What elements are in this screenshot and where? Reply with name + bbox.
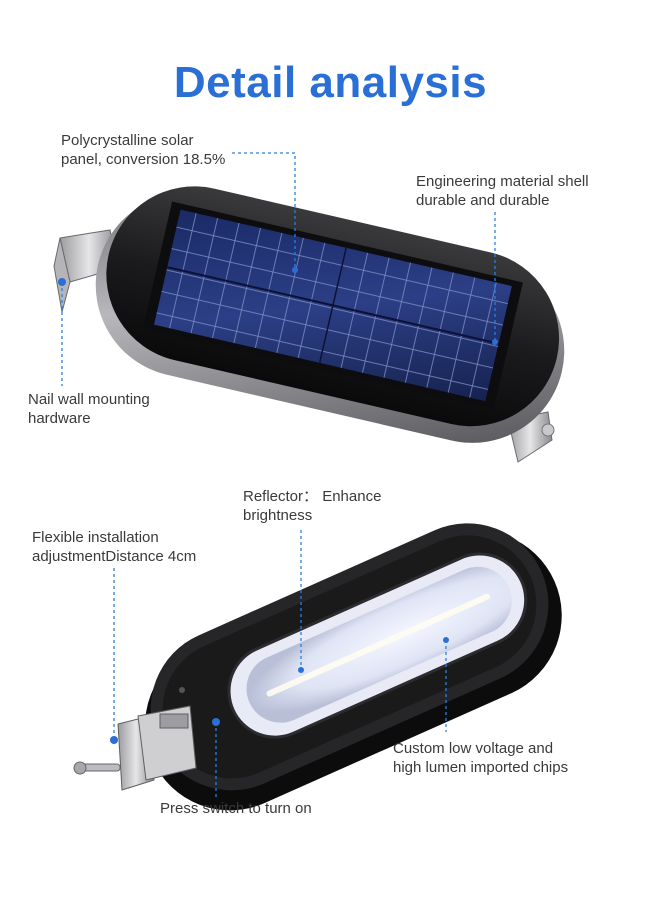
callout-shell: Engineering material shell durable and d… [416,172,589,210]
top-lamp [53,186,565,463]
adjustable-bracket [73,705,197,791]
leader-solar-panel [232,152,296,268]
callout-shell-line-2: durable and durable [416,192,550,209]
callout-installation: Flexible installation adjustmentDistance… [32,528,196,566]
callout-shell-line-1: Engineering material shell [416,173,589,190]
callout-solar-panel: Polycrystalline solar panel, conversion … [61,131,225,169]
callout-mounting: Nail wall mounting hardware [28,390,150,428]
callout-reflector: Reflector： Enhance brightness [243,487,381,525]
page-title: Detail analysis [173,58,488,107]
callout-reflector-line-2: brightness [243,507,313,524]
callout-chips-line-1: Custom low voltage and [393,740,554,757]
leader-lines [61,152,496,800]
callout-solar-panel-line-2: panel, conversion 18.5% [61,151,226,168]
callout-reflector-line-1: Reflector： Enhance [243,488,382,505]
callout-switch: Press switch to turn on [160,799,312,818]
callout-installation-line-1: Flexible installation [32,529,159,546]
power-switch [212,718,220,726]
callout-switch-line-1: Press switch to turn on [160,800,312,817]
callout-chips: Custom low voltage and high lumen import… [393,739,568,777]
callout-installation-line-2: adjustmentDistance 4cm [32,548,197,565]
bottom-lamp [73,523,562,811]
callout-chips-line-2: high lumen imported chips [393,759,569,776]
callout-mounting-line-2: hardware [28,410,91,427]
callout-mounting-line-1: Nail wall mounting [28,391,150,408]
callout-solar-panel-line-1: Polycrystalline solar [61,132,194,149]
